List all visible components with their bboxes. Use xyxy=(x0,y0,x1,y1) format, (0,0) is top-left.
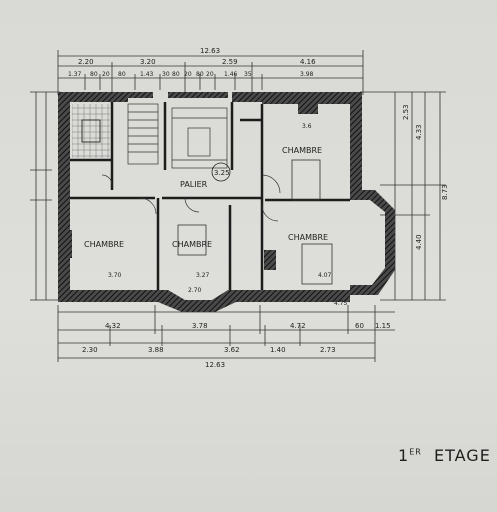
dim-se-w: 4.07 xyxy=(318,272,332,279)
dim-top-seg3: 2.59 xyxy=(222,58,238,66)
dim-c-w: 3.27 xyxy=(196,272,210,279)
dim-bot-a1: 4.32 xyxy=(105,322,121,330)
dim-ne-w: 3.6 xyxy=(302,123,312,130)
top-dimension-labels: 12.63 2.20 3.20 2.59 4.16 xyxy=(78,47,316,66)
beds xyxy=(177,159,333,285)
dim-right-total: 8.73 xyxy=(441,184,449,200)
dim-top-row2-item: 80 xyxy=(118,71,126,78)
dim-right-c: 4.40 xyxy=(415,234,423,250)
dim-top-row2-item: 20 xyxy=(184,71,192,78)
dim-top-row2-item: 20 xyxy=(102,71,110,78)
dim-top-row2-item: 80 xyxy=(172,71,180,78)
stair-marker xyxy=(211,162,231,182)
right-dimension-labels: 8.73 4.33 2.53 4.40 xyxy=(402,104,449,250)
dim-top-row2-item: 1.43 xyxy=(140,71,154,78)
dim-top-seg2: 3.20 xyxy=(140,58,156,66)
title-sup: ER xyxy=(409,447,422,457)
room-chambre-ne: CHAMBRE xyxy=(282,146,322,155)
dim-bot-seg1: 2.30 xyxy=(82,346,98,354)
interior-walls xyxy=(70,102,350,290)
bathtub xyxy=(81,119,101,143)
room-palier: PALIER xyxy=(180,180,208,189)
bottom-dimensions xyxy=(57,305,395,362)
left-dimensions xyxy=(30,91,60,301)
dim-bot-total: 12.63 xyxy=(205,361,225,369)
fireplaces xyxy=(60,100,318,270)
dim-top-row2-item: 30 xyxy=(162,71,170,78)
room-chambre-c: CHAMBRE xyxy=(172,240,212,249)
top-dimensions xyxy=(57,50,364,95)
dim-bot-seg5: 2.73 xyxy=(320,346,336,354)
room-chambre-se: CHAMBRE xyxy=(288,233,328,242)
dim-top-row2-item: 35 xyxy=(244,71,252,78)
dim-top-row2-item: 1.46 xyxy=(224,71,238,78)
bottom-dimension-labels: 4.32 3.78 4.72 60 1.15 2.30 3.88 3.62 1.… xyxy=(82,322,391,369)
room-labels: CHAMBRE CHAMBRE CHAMBRE CHAMBRE PALIER xyxy=(84,146,328,249)
plan-title: 1ER ETAGE xyxy=(398,446,491,465)
dim-top-row2-item: 80 xyxy=(90,71,98,78)
bathroom-tiles xyxy=(72,104,110,158)
dim-top-row2-item: 1.37 xyxy=(68,71,82,78)
title-number: 1 xyxy=(398,446,410,465)
dim-bot-seg2: 3.88 xyxy=(148,346,164,354)
dim-bot-a2: 3.78 xyxy=(192,322,208,330)
door-swings xyxy=(101,174,281,222)
dim-top-row2-item: 80 xyxy=(196,71,204,78)
dim-right-b: 2.53 xyxy=(402,104,410,120)
dim-bot-a4: 60 xyxy=(355,322,364,330)
dim-w-w: 3.70 xyxy=(108,272,122,279)
title-rest: ETAGE xyxy=(433,446,491,465)
dim-bot-seg3: 3.62 xyxy=(224,346,240,354)
dim-bot-a5: 1.15 xyxy=(375,322,391,330)
room-dimension-labels: 3.6 3.70 3.27 2.70 4.07 4.75 xyxy=(108,123,348,307)
dim-top-total: 12.63 xyxy=(200,47,220,55)
dim-top-seg4: 4.16 xyxy=(300,58,316,66)
room-chambre-w: CHAMBRE xyxy=(84,240,124,249)
dim-bot-seg4: 1.40 xyxy=(270,346,286,354)
dim-se-h: 4.75 xyxy=(334,300,348,307)
dim-c-b: 2.70 xyxy=(188,287,202,294)
dim-right-a: 4.33 xyxy=(415,124,423,140)
dim-top-row2-item: 3.98 xyxy=(300,71,314,78)
stair-level: 3.25 xyxy=(214,169,230,177)
dim-top-row2-item: 20 xyxy=(206,71,214,78)
staircase xyxy=(127,103,228,169)
dim-top-seg1: 2.20 xyxy=(78,58,94,66)
dim-bot-a3: 4.72 xyxy=(290,322,306,330)
